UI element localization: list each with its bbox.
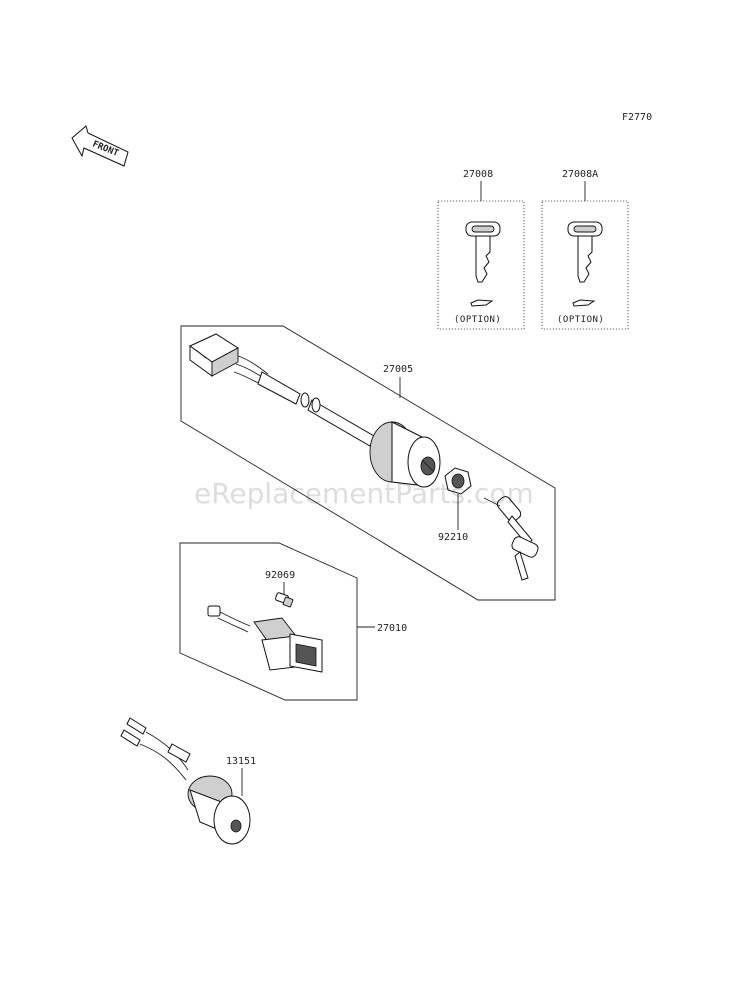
part-number-92210: 92210 bbox=[438, 532, 468, 543]
part-number-27008a: 27008A bbox=[562, 169, 598, 180]
front-arrow-icon: FRONT bbox=[71, 125, 129, 167]
key-icon bbox=[567, 221, 603, 283]
ignition-switch-group: 27005 bbox=[180, 325, 556, 601]
ignition-keys-icon bbox=[483, 496, 539, 581]
part-number-27008: 27008 bbox=[463, 169, 493, 180]
part-number-27005: 27005 bbox=[383, 364, 413, 375]
part-number-27010: 27010 bbox=[377, 623, 407, 634]
key-27008a-box: 27008A (OPTION) bbox=[541, 169, 629, 330]
connector-icon bbox=[189, 333, 239, 377]
bulb-icon bbox=[275, 592, 294, 608]
watermark: eReplacementParts.com bbox=[194, 477, 534, 510]
option-note-27008a: (OPTION) bbox=[557, 315, 604, 325]
indicator-lamp-group: 92069 27010 bbox=[179, 542, 407, 701]
part-number-92069: 92069 bbox=[265, 570, 295, 581]
option-note-27008: (OPTION) bbox=[454, 315, 501, 325]
nut-92210: 92210 bbox=[438, 467, 472, 543]
buzzer-13151: 13151 bbox=[120, 717, 256, 845]
key-icon bbox=[465, 221, 501, 283]
ignition-switch-body-icon bbox=[369, 421, 441, 488]
key-27008-box: 27008 (OPTION) bbox=[437, 169, 525, 330]
indicator-lamp-icon bbox=[207, 605, 323, 673]
part-number-13151: 13151 bbox=[226, 756, 256, 767]
figure-code: F2770 bbox=[622, 112, 652, 123]
